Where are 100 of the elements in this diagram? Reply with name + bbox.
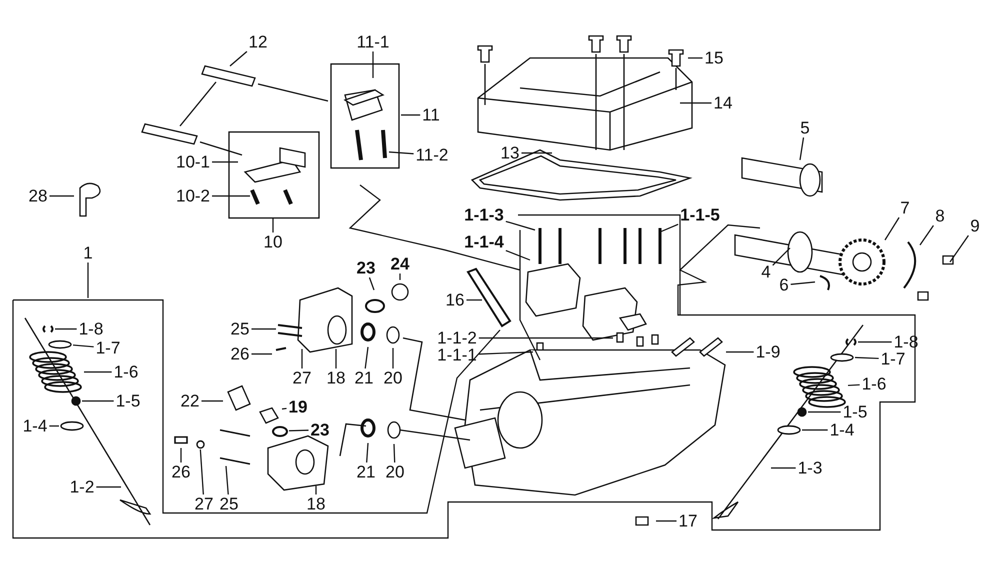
leader-line <box>212 161 238 163</box>
callout-number: 1-4 <box>828 422 856 438</box>
leader-line <box>366 442 369 463</box>
leader-line <box>251 328 276 330</box>
leader-line <box>521 152 552 154</box>
callout-number: 17 <box>678 512 698 530</box>
callout-number: 1-7 <box>94 340 122 356</box>
callout-number: 19 <box>288 398 308 416</box>
callout-number: 1-6 <box>860 376 888 392</box>
callout-number: 21 <box>356 464 376 480</box>
leader-line <box>55 328 77 330</box>
spring-seat <box>60 421 84 431</box>
leader-line <box>180 448 182 462</box>
leader-line <box>301 349 303 368</box>
callout-number: 1-1-4 <box>463 234 505 250</box>
leader-line <box>49 195 74 197</box>
leader-line <box>201 400 223 402</box>
callout-number: 28 <box>28 188 48 204</box>
callout-number: 9 <box>969 218 981 234</box>
callout-number: 1-1-3 <box>463 206 505 224</box>
callout-number: 1-3 <box>796 460 824 476</box>
valve-keeper <box>42 325 54 333</box>
leader-line <box>230 51 248 66</box>
leader-line <box>688 57 703 59</box>
leader-line <box>399 274 401 280</box>
callout-number: 23 <box>356 260 376 276</box>
callout-number: 1-6 <box>112 364 140 380</box>
leader-line <box>225 466 229 495</box>
leader-line <box>368 277 375 290</box>
callout-number: 20 <box>382 370 404 386</box>
leader-line <box>335 349 337 368</box>
o-ring <box>272 426 288 436</box>
leader-line <box>680 102 712 104</box>
callout-number: 22 <box>180 392 200 410</box>
callout-number: 23 <box>310 422 330 438</box>
callout-number: 5 <box>799 120 811 136</box>
leader-line <box>200 449 204 495</box>
leader-line <box>49 425 59 427</box>
leader-line <box>372 52 374 78</box>
callout-number: 16 <box>444 292 466 308</box>
leader-line <box>87 262 89 298</box>
leader-line <box>854 356 879 360</box>
leader-line <box>858 341 892 343</box>
leader-line <box>282 408 287 410</box>
leader-line <box>84 371 112 373</box>
callout-number: 24 <box>390 256 410 272</box>
leader-line <box>660 224 678 233</box>
spring-retainer <box>48 340 72 348</box>
leader-line <box>401 114 420 116</box>
leader-line <box>364 346 369 369</box>
callout-number: 8 <box>934 208 946 224</box>
callout-number: 1-1-1 <box>436 346 478 364</box>
callout-number: 7 <box>899 200 911 216</box>
callout-number: 18 <box>306 496 326 512</box>
callout-number: 21 <box>354 370 374 386</box>
leader-line <box>884 217 900 240</box>
leader-line <box>772 248 790 266</box>
callout-number: 25 <box>230 320 250 338</box>
leader-line <box>288 430 309 432</box>
leader-line <box>315 486 317 494</box>
leader-line <box>808 411 841 413</box>
leader-line <box>656 520 677 522</box>
washer <box>196 440 204 448</box>
callout-number: 1-5 <box>842 404 868 420</box>
leader-line <box>392 348 394 368</box>
spring-retainer <box>830 352 854 362</box>
leader-line <box>212 195 250 197</box>
spring-seat <box>777 425 801 435</box>
callout-number: 10-1 <box>174 154 212 170</box>
leader-line <box>251 353 272 355</box>
callout-number: 1-5 <box>114 392 142 410</box>
leader-line <box>506 250 530 261</box>
leader-line <box>771 467 796 469</box>
callout-number: 13 <box>500 144 520 162</box>
callout-number: 15 <box>704 50 724 66</box>
callout-number: 1-9 <box>754 344 782 360</box>
callout-number: 1-8 <box>78 320 104 338</box>
callout-number: 20 <box>384 464 406 480</box>
leader-line <box>466 299 482 301</box>
leader-line <box>950 235 969 262</box>
callout-number: 1-2 <box>68 478 96 496</box>
leader-line <box>393 444 396 463</box>
callout-number: 27 <box>194 496 214 512</box>
valve-stem-seal <box>71 396 81 406</box>
leader-line <box>790 281 816 285</box>
callout-number: 26 <box>230 346 250 362</box>
leader-line <box>388 151 414 154</box>
callout-number: 11 <box>421 106 441 124</box>
callout-number: 1-7 <box>880 350 906 368</box>
callout-number: 10-2 <box>174 188 212 204</box>
leader-line <box>802 429 828 431</box>
callout-number: 25 <box>218 496 240 512</box>
leader-line <box>272 218 274 232</box>
callout-number: 1-4 <box>22 418 48 434</box>
leader-line <box>72 344 94 348</box>
leader-line <box>848 384 860 386</box>
callout-number: 12 <box>248 34 268 50</box>
callout-number: 10 <box>262 234 284 250</box>
callout-number: 11-2 <box>414 146 450 164</box>
leader-line <box>82 400 114 402</box>
